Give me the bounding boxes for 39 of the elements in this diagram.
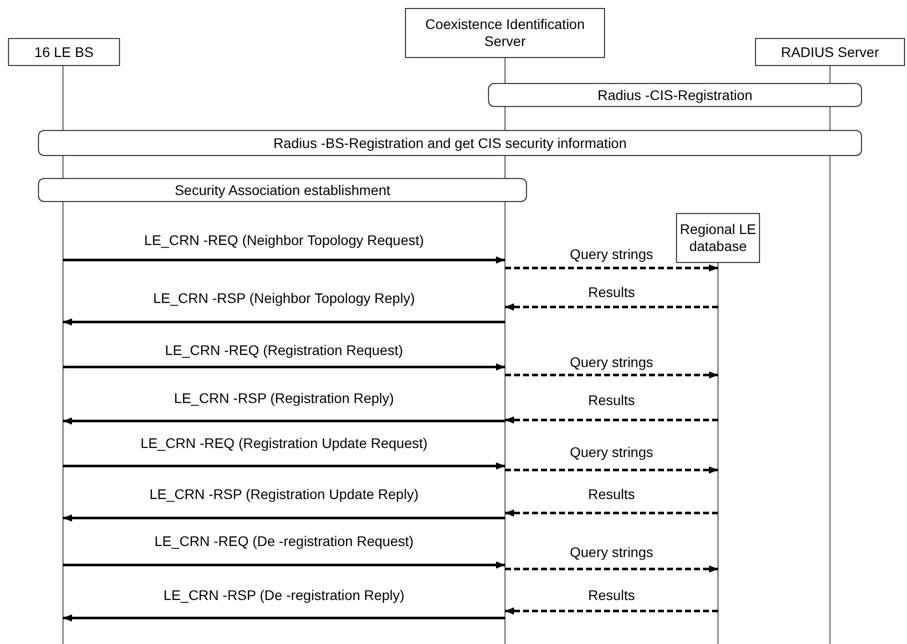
dashed-message-arrow xyxy=(505,466,718,474)
message-arrow xyxy=(63,318,505,326)
edge-label: LE_CRN -REQ (Registration Update Request) xyxy=(140,435,428,451)
edge-label: LE_CRN -REQ (De -registration Request) xyxy=(154,533,414,549)
message-arrow xyxy=(63,561,505,569)
message-arrow xyxy=(63,256,505,264)
participant-box: Coexistence Identification Server xyxy=(405,8,605,58)
message-arrow xyxy=(63,614,505,622)
dashed-message-arrow xyxy=(505,303,718,311)
dashed-message-arrow xyxy=(505,565,718,573)
message-arrow xyxy=(63,417,505,425)
message-arrow xyxy=(63,462,505,470)
edge-label: Results xyxy=(588,486,635,502)
edge-label: Query strings xyxy=(570,354,654,370)
participant-box: 16 LE BS xyxy=(8,38,120,66)
dashed-message-arrow xyxy=(505,509,718,517)
edge-label: LE_CRN -REQ (Registration Request) xyxy=(164,342,404,358)
message-arrow xyxy=(63,514,505,522)
edge-label: Query strings xyxy=(570,444,654,460)
activity-band: Radius -BS-Registration and get CIS security information xyxy=(38,130,862,156)
edge-label: Results xyxy=(588,587,635,603)
message-arrow xyxy=(63,363,505,371)
edge-label: LE_CRN -RSP (Registration Reply) xyxy=(174,390,394,406)
dashed-message-arrow xyxy=(505,416,718,424)
edge-label: LE_CRN -RSP (Registration Update Reply) xyxy=(150,486,418,502)
edge-label: Results xyxy=(588,284,635,300)
participant-box: Regional LE database xyxy=(676,213,760,263)
activity-band: Radius -CIS-Registration xyxy=(488,83,862,107)
participant-box: RADIUS Server xyxy=(755,38,905,66)
edge-label: LE_CRN -RSP (De -registration Reply) xyxy=(164,587,404,603)
edge-label: Query strings xyxy=(570,246,654,262)
dashed-message-arrow xyxy=(505,264,718,272)
edge-label: Query strings xyxy=(570,544,654,560)
activity-band: Security Association establishment xyxy=(38,178,527,202)
dashed-message-arrow xyxy=(505,607,718,615)
edge-label: LE_CRN -RSP (Neighbor Topology Reply) xyxy=(153,290,415,306)
edge-label: Results xyxy=(588,392,635,408)
dashed-message-arrow xyxy=(505,371,718,379)
edge-label: LE_CRN -REQ (Neighbor Topology Request) xyxy=(144,232,424,248)
